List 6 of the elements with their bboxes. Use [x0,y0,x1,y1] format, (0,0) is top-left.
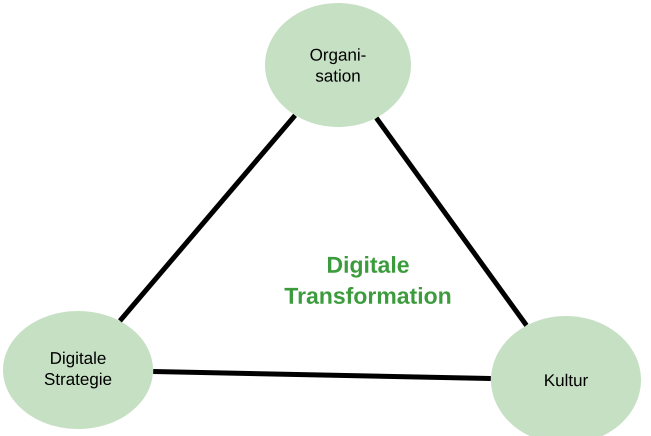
connector-line [374,116,528,327]
ellipse-node: Organi- sation [265,3,411,127]
connector-line [153,369,491,381]
connector-line [118,114,297,322]
center-title: Digitale Transformation [284,256,450,304]
ellipse-node: Digitale Strategie [3,310,153,429]
